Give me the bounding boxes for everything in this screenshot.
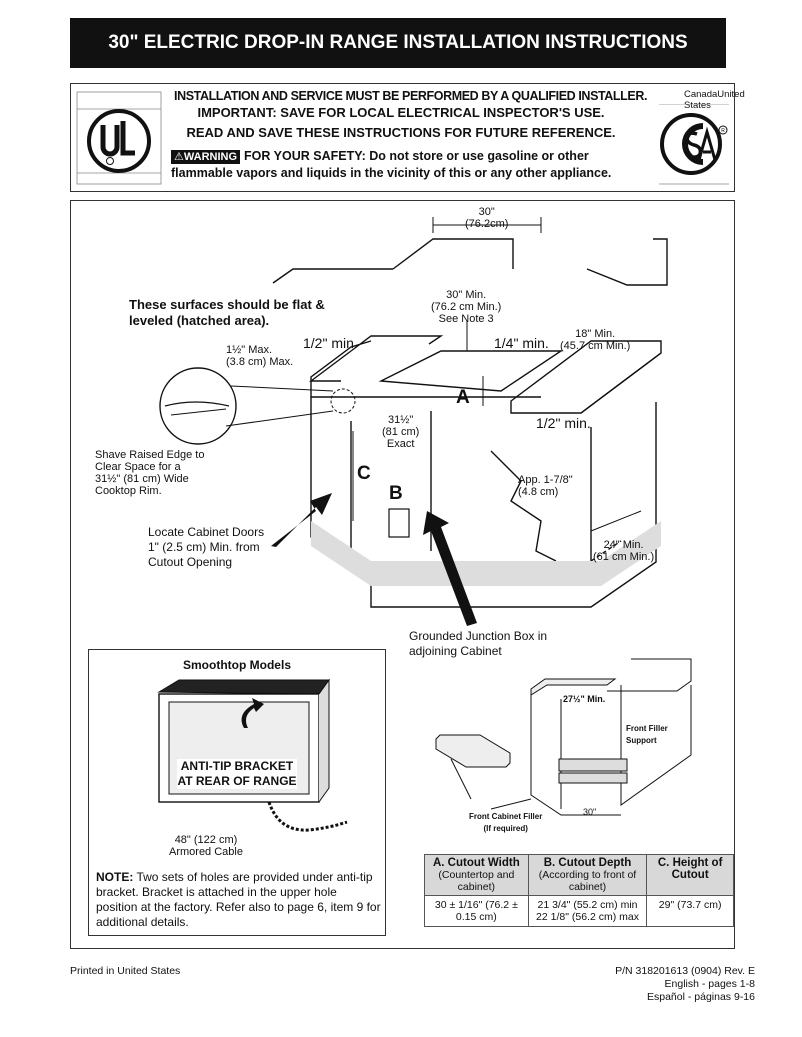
cutout-dimensions-table: A. Cutout Width(Countertop and cabinet) … [424, 854, 734, 927]
dim-18-min: 18" Min.(45.7 cm Min.) [560, 328, 631, 352]
cell-cutout-width: 30 ± 1/16" (76.2 ± 0.15 cm) [424, 895, 529, 927]
document-title: 30" ELECTRIC DROP-IN RANGE INSTALLATION … [70, 18, 726, 68]
english-pages: English - pages 1-8 [664, 978, 755, 990]
footer-part-info: P/N 318201613 (0904) Rev. E English - pa… [615, 965, 755, 1004]
footer-printed-in: Printed in United States [70, 965, 181, 977]
ul-logo-icon [76, 91, 162, 185]
locate-doors-note: Locate Cabinet Doors 1" (2.5 cm) Min. fr… [148, 525, 265, 569]
quarter-inch-min: 1/4" min. [494, 335, 549, 351]
smoothtop-title: Smoothtop Models [183, 658, 291, 672]
part-number: P/N 318201613 (0904) Rev. E [615, 965, 755, 977]
shave-edge-note: Shave Raised Edge to Clear Space for a 3… [95, 449, 205, 497]
surfaces-note: These surfaces should be flat & leveled … [129, 297, 325, 328]
dim-30-small: 30" [583, 807, 597, 817]
cabinet-cutout-drawing [159, 217, 668, 626]
dimension-a-letter: A [456, 387, 470, 408]
half-inch-min-left: 1/2" min. [303, 335, 358, 351]
qualified-installer-line: INSTALLATION AND SERVICE MUST BE PERFORM… [174, 89, 648, 103]
safety-header: INSTALLATION AND SERVICE MUST BE PERFORM… [70, 83, 745, 192]
cell-cutout-depth: 21 3/4" (55.2 cm) min 22 1/8" (56.2 cm) … [527, 895, 648, 927]
header-cutout-height: C. Height of Cutout [646, 854, 734, 896]
filler-drawing [435, 658, 692, 816]
warning-text: FOR YOUR SAFETY: Do not store or use gas… [171, 149, 612, 180]
half-inch-min-right: 1/2" min. [536, 415, 591, 431]
front-filler-support: Front Filler Support [626, 724, 668, 745]
svg-text:R: R [721, 128, 725, 134]
dim-31-5-exact: 31½"(81 cm)Exact [382, 414, 420, 450]
anti-tip-note: NOTE: Two sets of holes are provided und… [96, 870, 381, 929]
header-cutout-depth: B. Cutout Depth(According to front of ca… [527, 854, 648, 896]
dim-24-min: 24" Min.(61 cm Min.) [593, 539, 655, 563]
dimension-b-letter: B [389, 483, 403, 504]
dimension-c-letter: C [357, 463, 371, 484]
armored-cable-label: 48" (122 cm)Armored Cable [169, 834, 243, 858]
range-rear-drawing [157, 678, 348, 832]
save-instructions-line: READ AND SAVE THESE INSTRUCTIONS FOR FUT… [186, 125, 616, 140]
anti-tip-bracket-label: ANTI-TIP BRACKET AT REAR OF RANGE [177, 759, 297, 789]
warning-triangle-icon: ⚠ [174, 151, 184, 163]
csa-logo-icon: R [659, 104, 729, 185]
app-1-7-8: App. 1-7/8"(4.8 cm) [518, 474, 573, 498]
max-1-5-inch: 1½" Max.(3.8 cm) Max. [226, 344, 294, 368]
header-cutout-width: A. Cutout Width(Countertop and cabinet) [424, 854, 529, 896]
canada-us-label: CanadaUnited States [684, 89, 745, 111]
spanish-pages: Español - páginas 9-16 [647, 991, 755, 1003]
warning-badge: ⚠WARNING [171, 150, 241, 164]
inspector-line: IMPORTANT: SAVE FOR LOCAL ELECTRICAL INS… [197, 105, 605, 120]
front-cabinet-filler: Front Cabinet Filler(If required) [469, 812, 543, 833]
junction-box-label: Grounded Junction Box in adjoining Cabin… [409, 629, 548, 658]
installation-diagram: 30"(76.2cm) 30" Min.(76.2 cm Min.)See No… [70, 200, 735, 949]
dim-30-min-height: 30" Min.(76.2 cm Min.)See Note 3 [431, 289, 502, 325]
smoothtop-inset: Smoothtop Models ANTI-TIP BRACKET AT REA… [88, 649, 386, 936]
dim-30-width: 30"(76.2cm) [465, 206, 509, 230]
filler-27-5-min: 27½" Min. [563, 694, 606, 704]
cell-cutout-height: 29" (73.7 cm) [646, 895, 734, 927]
